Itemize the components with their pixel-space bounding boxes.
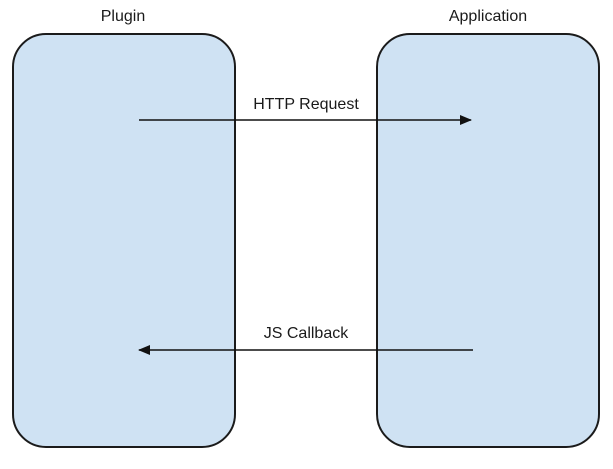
application-lane-title: Application	[448, 8, 528, 25]
http-request-label: HTTP Request	[253, 96, 359, 113]
plugin-lane-box	[12, 33, 236, 448]
application-lane-box	[376, 33, 600, 448]
js-callback-label: JS Callback	[263, 325, 349, 342]
plugin-lane-title: Plugin	[100, 8, 146, 25]
